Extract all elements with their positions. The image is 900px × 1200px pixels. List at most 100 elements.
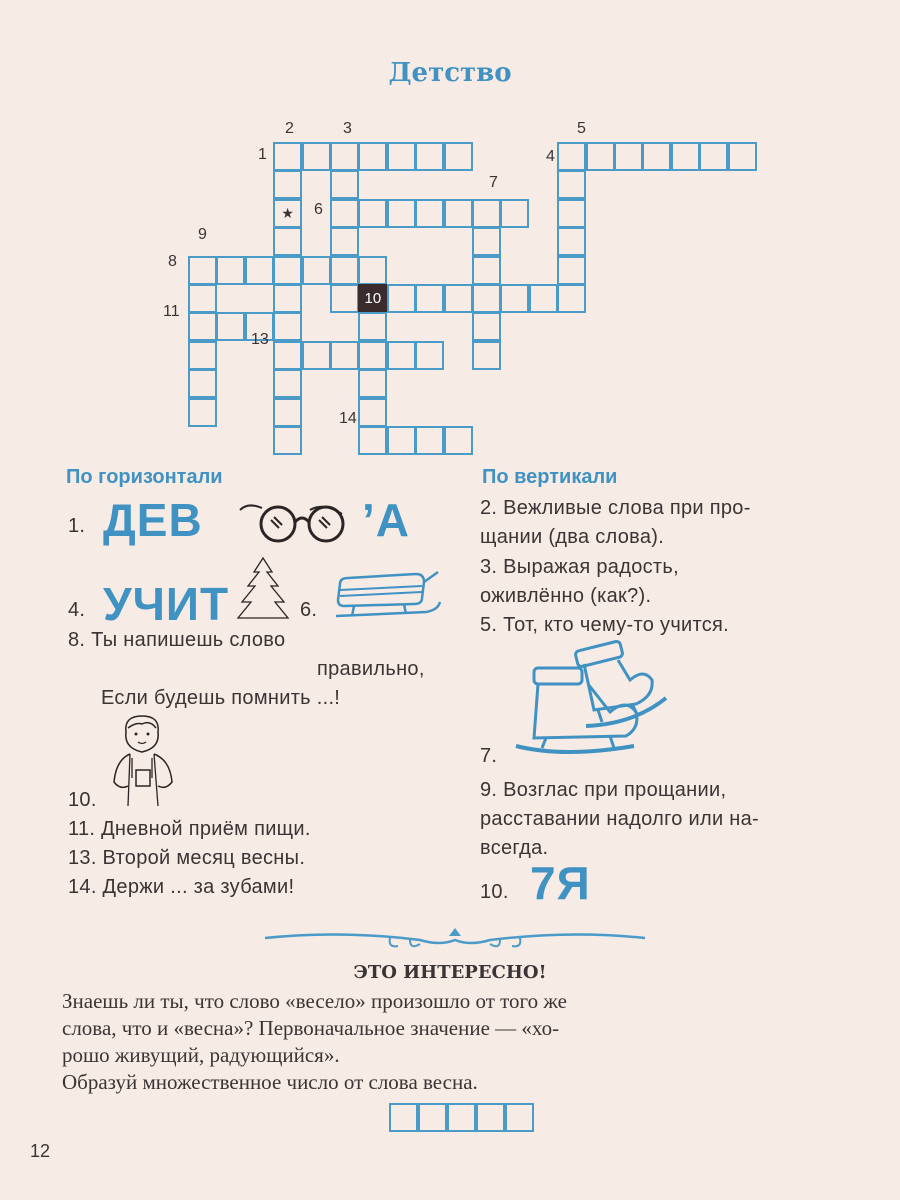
crossword-cell[interactable] xyxy=(642,142,672,171)
crossword-cell[interactable] xyxy=(386,284,416,313)
crossword-cell[interactable] xyxy=(386,340,416,370)
down-heading: По вертикали xyxy=(482,466,618,488)
clue-4-number: 4. xyxy=(68,599,86,621)
clue-number-label: 3 xyxy=(343,120,352,137)
crossword-cell[interactable] xyxy=(443,142,473,171)
crossword-cell[interactable] xyxy=(415,284,445,313)
paragraph-line: рошо живущий, радующийся». xyxy=(62,1043,340,1067)
paragraph-line: Знаешь ли ты, что слово «весело» произош… xyxy=(62,989,567,1013)
fir-tree-icon xyxy=(236,556,290,619)
crossword-cell[interactable] xyxy=(500,284,530,313)
answer-cell[interactable] xyxy=(418,1103,447,1132)
crossword-cell[interactable] xyxy=(557,198,587,228)
crossword-cell[interactable] xyxy=(330,227,359,257)
clue-number-label: 14 xyxy=(339,410,357,427)
crossword-cell[interactable] xyxy=(188,397,217,427)
crossword-cell[interactable] xyxy=(273,426,303,455)
crossword-cell[interactable] xyxy=(443,198,473,228)
answer-cell[interactable] xyxy=(447,1103,476,1132)
crossword-cell[interactable] xyxy=(585,142,615,171)
crossword-cell[interactable] xyxy=(273,340,303,370)
crossword-cell[interactable] xyxy=(557,227,587,257)
crossword-cell[interactable] xyxy=(358,340,388,370)
crossword-cell[interactable] xyxy=(216,312,246,342)
clue-number-label: 4 xyxy=(546,148,555,165)
clue-8-line1: 8. Ты напишешь слово xyxy=(68,629,286,651)
crossword-cell[interactable] xyxy=(358,369,388,399)
crossword-cell[interactable] xyxy=(188,340,217,370)
crossword-cell[interactable] xyxy=(188,312,217,342)
crossword-cell[interactable] xyxy=(557,142,587,171)
crossword-cell-black[interactable]: 10 xyxy=(358,284,388,313)
crossword-cell[interactable] xyxy=(415,340,445,370)
crossword-cell[interactable] xyxy=(472,340,501,370)
crossword-cell[interactable] xyxy=(358,397,388,427)
crossword-cell[interactable] xyxy=(415,426,445,455)
crossword-cell[interactable] xyxy=(273,227,303,257)
crossword-cell[interactable] xyxy=(415,198,445,228)
crossword-cell[interactable] xyxy=(472,198,501,228)
crossword-cell[interactable] xyxy=(330,340,359,370)
crossword-cell[interactable] xyxy=(330,170,359,200)
crossword-cell[interactable] xyxy=(528,284,558,313)
crossword-cell[interactable] xyxy=(216,255,246,285)
clue-5: 5. Тот, кто чему-то учится. xyxy=(480,614,730,636)
crossword-cell[interactable] xyxy=(273,369,303,399)
crossword-cell[interactable] xyxy=(727,142,757,171)
clue-number-label: 5 xyxy=(577,120,586,137)
answer-cell[interactable] xyxy=(476,1103,505,1132)
crossword-cell[interactable] xyxy=(301,142,331,171)
crossword-cell[interactable] xyxy=(386,426,416,455)
crossword-cell[interactable] xyxy=(358,198,388,228)
crossword-cell[interactable] xyxy=(699,142,729,171)
crossword-cell[interactable] xyxy=(330,198,359,228)
across-heading: По горизонтали xyxy=(66,466,223,488)
crossword-cell[interactable] xyxy=(614,142,643,171)
crossword-cell[interactable] xyxy=(670,142,700,171)
clue-8-line2: правильно, xyxy=(317,658,425,680)
crossword-cell[interactable] xyxy=(557,170,587,200)
crossword-cell[interactable] xyxy=(557,255,587,285)
crossword-cell[interactable] xyxy=(358,312,388,342)
crossword-cell[interactable] xyxy=(273,170,303,200)
crossword-cell[interactable] xyxy=(358,255,388,285)
clue-number-label: 11 xyxy=(163,303,180,320)
crossword-cell[interactable] xyxy=(244,255,274,285)
crossword-cell[interactable] xyxy=(244,312,274,342)
crossword-cell[interactable] xyxy=(330,284,359,313)
crossword-cell[interactable] xyxy=(443,426,473,455)
crossword-cell[interactable] xyxy=(273,284,303,313)
crossword-cell[interactable] xyxy=(500,198,530,228)
crossword-cell[interactable] xyxy=(472,284,501,313)
crossword-cell[interactable] xyxy=(557,284,587,313)
crossword-cell[interactable] xyxy=(273,142,303,171)
crossword-cell[interactable] xyxy=(472,255,501,285)
crossword-cell[interactable] xyxy=(358,426,388,455)
clue-number-label: 9 xyxy=(198,226,207,243)
crossword-cell[interactable] xyxy=(415,142,445,171)
crossword-cell[interactable] xyxy=(386,198,416,228)
answer-cell[interactable] xyxy=(389,1103,418,1132)
crossword-cell[interactable] xyxy=(301,255,331,285)
clue-3-line2: оживлённо (как?). xyxy=(480,585,652,607)
crossword-cell[interactable] xyxy=(301,340,331,370)
glasses-icon xyxy=(239,504,345,543)
crossword-cell[interactable]: ★ xyxy=(273,198,303,228)
crossword-cell[interactable] xyxy=(273,397,303,427)
crossword-cell[interactable] xyxy=(273,312,303,342)
crossword-cell[interactable] xyxy=(472,227,501,257)
crossword-cell[interactable] xyxy=(386,142,416,171)
crossword-cell[interactable] xyxy=(330,255,359,285)
crossword-cell[interactable] xyxy=(188,255,217,285)
crossword-cell[interactable] xyxy=(188,284,217,313)
crossword-cell[interactable] xyxy=(443,284,473,313)
crossword-cell[interactable] xyxy=(273,255,303,285)
answer-cell[interactable] xyxy=(505,1103,534,1132)
crossword-cell[interactable] xyxy=(188,369,217,399)
clue-number-label: 6 xyxy=(314,201,323,218)
crossword-cell[interactable] xyxy=(330,142,359,171)
crossword-cell[interactable] xyxy=(358,142,388,171)
crossword-cell[interactable] xyxy=(472,312,501,342)
clue-2-line2: щании (два слова). xyxy=(480,526,665,548)
clue-9-line2: расставании надолго или на- xyxy=(480,808,759,830)
